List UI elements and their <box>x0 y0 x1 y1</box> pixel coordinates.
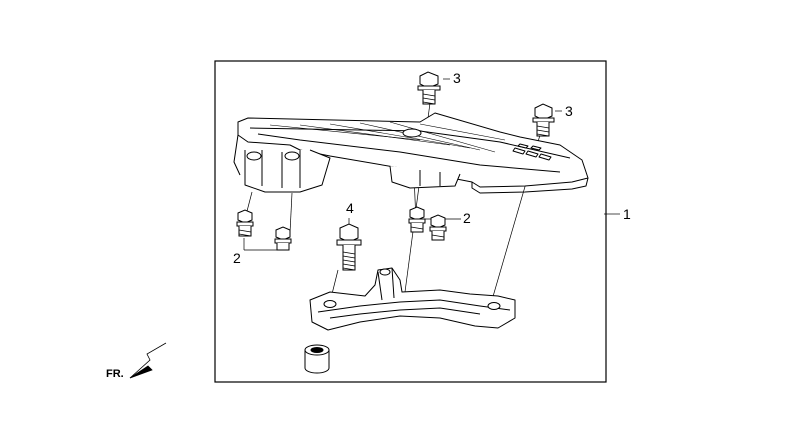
front-direction-arrow-icon <box>129 342 167 379</box>
callout-assembly: 1 <box>623 206 631 222</box>
support-bracket <box>309 267 516 331</box>
rear-carrier-rack <box>233 112 589 194</box>
callout-small-bolt-right: 2 <box>463 210 471 226</box>
callout-small-bolt-left: 2 <box>233 250 241 266</box>
callout-bolt-top-left: 3 <box>453 70 461 86</box>
callout-long-bolt: 4 <box>346 200 354 216</box>
spacer-collar <box>304 344 330 374</box>
flange-bolt-top-right <box>532 103 555 137</box>
small-bolt-right-b <box>429 214 447 241</box>
callout-bolt-top-right: 3 <box>565 103 573 119</box>
long-flange-bolt <box>336 223 362 271</box>
small-bolt-right-a <box>408 206 426 233</box>
small-bolt-left-a <box>236 209 254 237</box>
assembly-frame <box>214 60 607 383</box>
flange-bolt-top-left <box>417 71 441 105</box>
small-bolt-left-b <box>274 226 292 251</box>
front-direction-label: FR. <box>106 368 124 380</box>
